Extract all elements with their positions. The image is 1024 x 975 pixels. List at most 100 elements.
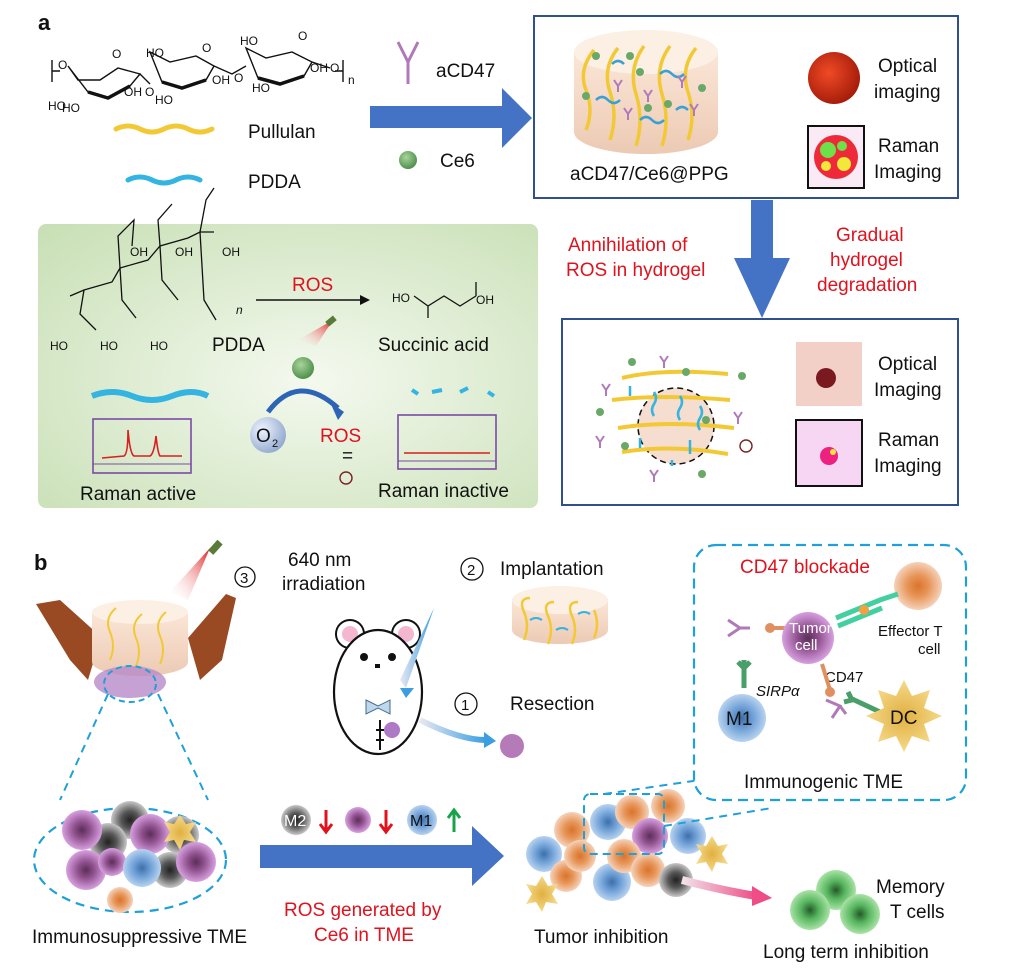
sirpa-label: SIRPα <box>756 683 800 700</box>
hydroxyl-label: OH <box>212 73 230 87</box>
ho-label: HO <box>100 339 118 353</box>
scissors-icon <box>739 439 753 453</box>
ho-label: HO <box>392 291 410 305</box>
equals-sign: = <box>342 446 353 467</box>
optical-image-degraded-lesion <box>816 368 836 388</box>
ce6-sphere-icon <box>399 151 417 169</box>
tcr-contact-icon <box>859 605 869 615</box>
effector-label-2: cell <box>918 641 941 658</box>
optical-degraded-label-2: Imaging <box>874 380 942 401</box>
scissors-icon <box>339 471 353 485</box>
ros-label: ROS <box>320 426 361 447</box>
laser-beam <box>298 320 333 346</box>
annihilation-label-1: Annihilation of <box>568 235 688 256</box>
memory-t-cells <box>790 870 880 934</box>
cd47-ligand-head-icon <box>825 687 835 697</box>
tumor-cell-icon <box>345 807 371 833</box>
oxygen-label: O <box>112 47 121 61</box>
hydroxyl-label: HO <box>240 34 258 48</box>
tumor-cell-label-2: cell <box>795 637 818 654</box>
tcr-receptor-icon <box>835 591 899 629</box>
step-3-label-1: 640 nm <box>288 550 351 571</box>
resection-arrow <box>418 717 487 743</box>
legend-pdda-label: PDDA <box>248 172 301 193</box>
ros-reaction-arrowhead <box>360 295 370 305</box>
pullulan-structure <box>51 46 344 100</box>
acd47-antibody-icon <box>825 698 848 719</box>
raman-image-initial <box>807 125 865 189</box>
degradation-label-1: Gradual <box>836 225 904 246</box>
step-1-badge <box>454 692 478 716</box>
cooh-label: OH <box>130 245 148 259</box>
step-3-number: 3 <box>240 570 248 587</box>
memory-label-1: Memory <box>876 877 945 898</box>
annihilation-label-2: ROS in hydrogel <box>566 260 705 281</box>
raman-label-2: Imaging <box>874 162 942 183</box>
succinic-acid-label: Succinic acid <box>378 335 489 356</box>
raman-inactive-spectrum <box>397 414 497 470</box>
ros-treatment-label-2: Ce6 in TME <box>314 925 414 946</box>
pdda-strand-icon <box>125 174 203 186</box>
synthesis-arrow <box>370 88 532 148</box>
immunosuppressive-tme-outline <box>32 806 228 914</box>
degraded-hydrogel-icon <box>595 355 753 482</box>
step-2-badge <box>460 557 484 581</box>
raman-active-label: Raman active <box>80 484 196 505</box>
m2-label: M2 <box>284 813 306 830</box>
cooh-label: OH <box>222 245 240 259</box>
mechanism-panel <box>38 224 538 508</box>
panel-a-label: a <box>38 10 51 35</box>
conversion-arrow <box>266 388 340 414</box>
hydroxyl-label: HO <box>48 99 66 113</box>
dc-receptor-icon <box>843 690 882 715</box>
step-3-label-2: irradiation <box>282 574 365 595</box>
panel-b-label: b <box>34 550 47 575</box>
laser-icon <box>208 539 223 555</box>
optical-label-1: Optical <box>878 56 937 77</box>
raman-degraded-label-2: Imaging <box>874 456 942 477</box>
antibody-icon <box>396 41 420 84</box>
m2-decrease-arrow-icon <box>318 810 334 835</box>
step-1-number: 1 <box>461 697 469 714</box>
oxygen-label: O <box>256 426 271 447</box>
implantation-arrow <box>400 608 434 688</box>
dendritic-cell-icon <box>866 680 942 752</box>
pullulan-strand-icon <box>113 123 215 135</box>
repeat-subscript: n <box>348 73 355 87</box>
tumor-decrease-arrow-icon <box>378 810 394 835</box>
hydrogel-label: aCD47/Ce6@PPG <box>570 164 729 185</box>
cooh-label: OH <box>476 293 494 307</box>
ho-label: HO <box>50 339 68 353</box>
cooh-label: OH <box>175 245 193 259</box>
sirpa-receptor-icon <box>736 660 752 688</box>
oxygen-label: O <box>202 41 211 55</box>
acd47-antibody-icon <box>727 618 750 638</box>
memory-label-2: T cells <box>890 902 945 923</box>
zoom-lines-immunogenic <box>603 779 773 827</box>
m1-label: M1 <box>410 813 432 830</box>
intact-pdda-strand-icon <box>90 389 210 403</box>
ros-treatment-arrow <box>260 826 504 886</box>
m1-macrophage-icon <box>718 694 766 742</box>
hydroxyl-label: HO <box>155 93 173 107</box>
effector-t-cell-icon <box>894 562 942 610</box>
hydroxyl-label: HO <box>252 81 270 95</box>
tumor-inhibition-zoom-box <box>583 793 665 855</box>
succinic-acid-structure <box>413 282 477 318</box>
resection-arrowhead <box>484 732 496 748</box>
raman-image-degraded <box>795 419 863 487</box>
degradation-label-2: hydrogel <box>830 250 903 271</box>
fragmented-pdda-icon <box>410 386 496 398</box>
pdda-subscript: n <box>236 303 243 317</box>
hydroxyl-label: OH <box>124 85 142 99</box>
step-2-number: 2 <box>467 562 475 579</box>
m1-increase-arrow-icon <box>446 807 462 832</box>
hydrogel-disc-icon <box>574 30 718 154</box>
implantation-arrowhead <box>400 688 414 698</box>
oxygen-subscript: 2 <box>272 438 278 450</box>
irradiation-beam <box>170 548 210 600</box>
memory-arrow <box>680 876 757 900</box>
step-3-badge <box>234 566 256 588</box>
hydroxyl-label: HO <box>146 46 164 60</box>
